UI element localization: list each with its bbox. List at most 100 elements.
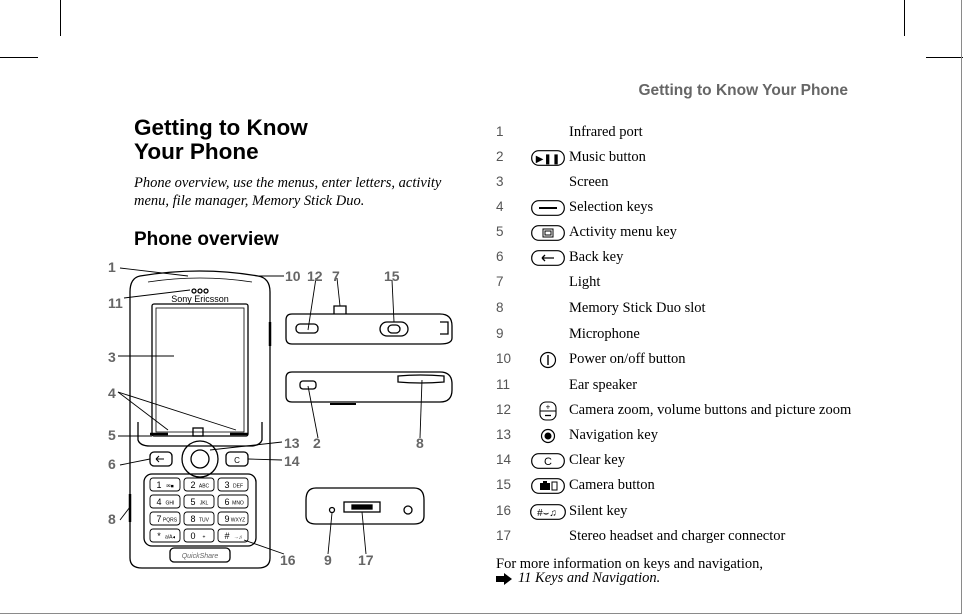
key-label: Ear speaker [569,377,638,393]
callout-number: 15 [384,268,400,284]
key-number: 16 [496,503,512,518]
key-label: Navigation key [569,427,658,443]
svg-text:#⌣♫: #⌣♫ [537,508,557,519]
callout-number: 2 [313,435,321,451]
key-number: 9 [496,326,504,341]
cross-reference-link[interactable]: 11 Keys and Navigation. [518,570,661,586]
key-label: Memory Stick Duo slot [569,300,706,316]
svg-text:C: C [234,456,240,465]
footer-link-line: 11 Keys and Navigation. [496,570,660,587]
leader-lines [117,267,423,555]
key-label: Infrared port [569,124,643,140]
key-number: 1 [496,124,504,139]
svg-text:▶❚❚: ▶❚❚ [536,154,560,165]
crop-mark [926,57,963,58]
key-label: Camera zoom, volume buttons and picture … [569,402,852,418]
keypad-key [183,494,215,509]
keypad-key [217,494,249,509]
callout-number: 9 [324,552,332,568]
navigation-key-icon [530,426,566,446]
key-number: 8 [496,300,504,315]
icon-placeholder [530,527,566,547]
keypad-key-digit: 8 [190,514,195,524]
callout-number: 4 [108,385,116,401]
key-label: Camera button [569,477,655,493]
keypad-key-letters: ✉■ [166,484,173,490]
keypad-key [217,511,249,526]
keypad-key [183,528,215,543]
camera-button-icon [530,476,566,496]
running-head: Getting to Know Your Phone [638,82,848,99]
key-legend-row: 8 Memory Stick Duo slot [496,297,896,321]
key-label: Screen [569,174,609,190]
keypad-key-letters: GHI [166,501,175,507]
phone-screen [151,303,249,437]
keypad-key-digit: 7 [156,514,161,524]
callout-number: 13 [284,435,300,451]
key-number: 4 [496,199,504,214]
key-number: 17 [496,528,512,543]
key-number: 3 [496,174,504,189]
keypad-key-letters: ABC [199,484,210,490]
phone-body [129,270,271,569]
brand-logo: Sony Ericsson [171,294,229,304]
callout-number: 12 [307,268,323,284]
phone-bottom-view [305,487,425,525]
keypad-key [183,477,215,492]
footer-text: For more information on keys and navigat… [496,556,763,572]
keypad-key-digit: # [224,531,229,541]
power-icon [530,350,566,370]
key-number: 12 [496,402,512,417]
icon-placeholder [530,325,566,345]
keypad-key-letters: DEF [233,484,243,490]
icon-placeholder [530,123,566,143]
key-legend-row: 1 Infrared port [496,121,896,145]
title-line: Getting to Know [134,115,308,140]
icon-placeholder [530,273,566,293]
keypad-key-letters: + [203,535,206,541]
section-heading: Phone overview [134,229,279,250]
key-label: Silent key [569,503,628,519]
quickshare-label: QuickShare [182,553,219,560]
keypad-key [149,511,181,526]
svg-text:C: C [544,456,552,468]
key-label: Power on/off button [569,351,686,367]
key-number: 10 [496,351,512,366]
activity-menu-icon [530,223,566,243]
navigation-ring [181,440,219,478]
keypad-key-letters: a/A◂ [165,535,176,541]
zoom-volume-icon: + [530,401,566,421]
back-key-icon [530,248,566,268]
crop-mark [0,57,38,58]
icon-placeholder [530,299,566,319]
keypad-key-digit: 1 [156,480,161,490]
arrow-right-icon [496,572,512,585]
key-number: 6 [496,249,504,264]
callout-number: 3 [108,349,116,365]
key-legend-row: 13 Navigation key [496,424,896,448]
keypad-key-digit: 2 [190,480,195,490]
key-legend-row: 12 +Camera zoom, volume buttons and pictu… [496,399,896,423]
page-title: Getting to Know Your Phone [134,116,308,164]
callout-number: 16 [280,552,296,568]
clear-key-icon: C [530,451,566,471]
phone-side-view [285,313,453,345]
key-legend-row: 2▶❚❚Music button [496,146,896,170]
callout-number: 10 [285,268,301,284]
callout-number: 5 [108,427,116,443]
callout-number: 1 [108,262,116,275]
keypad-key-digit: 0 [190,531,195,541]
keypad-key-digit: 4 [156,497,161,507]
key-number: 13 [496,427,512,442]
key-number: 2 [496,149,504,164]
